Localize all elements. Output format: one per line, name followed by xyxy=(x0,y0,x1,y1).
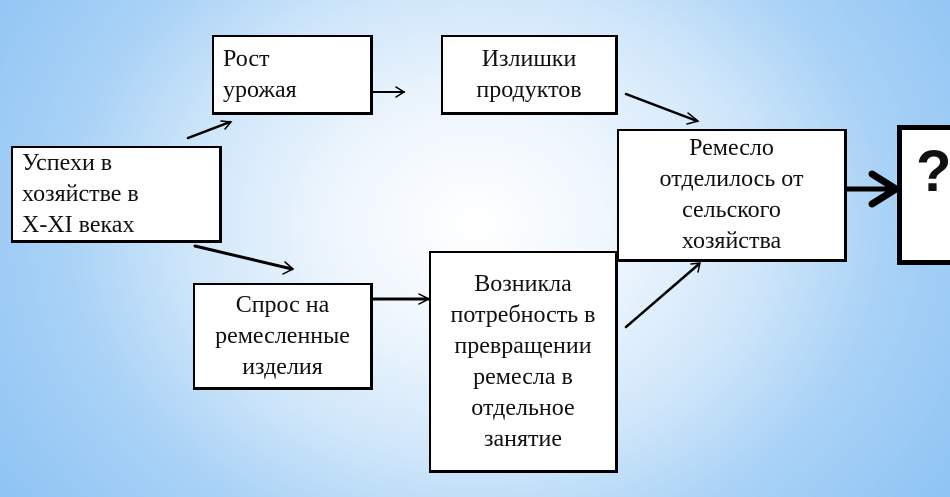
arrow-surplus-to-separation xyxy=(624,92,700,125)
node-demand-line: изделия xyxy=(242,353,323,380)
node-need-line: отдельное xyxy=(471,394,575,421)
node-harvest-line: Рост xyxy=(223,45,270,72)
node-harvest-line: урожая xyxy=(223,76,297,103)
node-separation-line: сельского xyxy=(682,197,781,223)
node-need-line: Возникла xyxy=(474,270,572,297)
arrow-successes-to-harvest xyxy=(186,120,233,140)
arrow-demand-to-need xyxy=(370,293,431,305)
node-harvest: Рост урожая xyxy=(212,35,373,115)
node-surplus: Излишки продуктов xyxy=(441,35,618,115)
node-successes-line: Успехи в xyxy=(22,149,113,176)
node-surplus-line: продуктов xyxy=(476,76,582,103)
arrow-successes-to-demand xyxy=(193,244,295,275)
node-need-line: ремесла в xyxy=(473,363,573,390)
node-demand-line: Спрос на xyxy=(235,291,330,318)
node-need: Возникла потребность в превращении ремес… xyxy=(429,251,618,473)
node-need-line: занятие xyxy=(484,425,562,452)
node-surplus-line: Излишки xyxy=(481,45,577,72)
node-successes-line: хозяйстве в xyxy=(22,180,139,207)
question-mark: ? xyxy=(916,139,950,204)
node-demand-line: ремесленные xyxy=(215,322,350,349)
arrow-separation-to-result xyxy=(843,170,903,208)
node-separation-line: Ремесло xyxy=(689,135,774,161)
node-separation: Ремесло отделилось от сельского хозяйств… xyxy=(617,129,847,262)
arrow-need-to-separation xyxy=(624,262,701,329)
node-successes: Успехи в хозяйстве в X-XI веках xyxy=(11,146,222,243)
node-successes-line: X-XI веках xyxy=(22,211,135,238)
node-need-line: превращении xyxy=(454,332,592,359)
node-separation-line: хозяйства xyxy=(681,228,782,254)
node-result: ? xyxy=(897,125,950,265)
node-separation-line: отделилось от xyxy=(659,166,804,192)
node-need-line: потребность в xyxy=(450,301,596,328)
node-demand: Спрос на ремесленные изделия xyxy=(193,283,373,390)
